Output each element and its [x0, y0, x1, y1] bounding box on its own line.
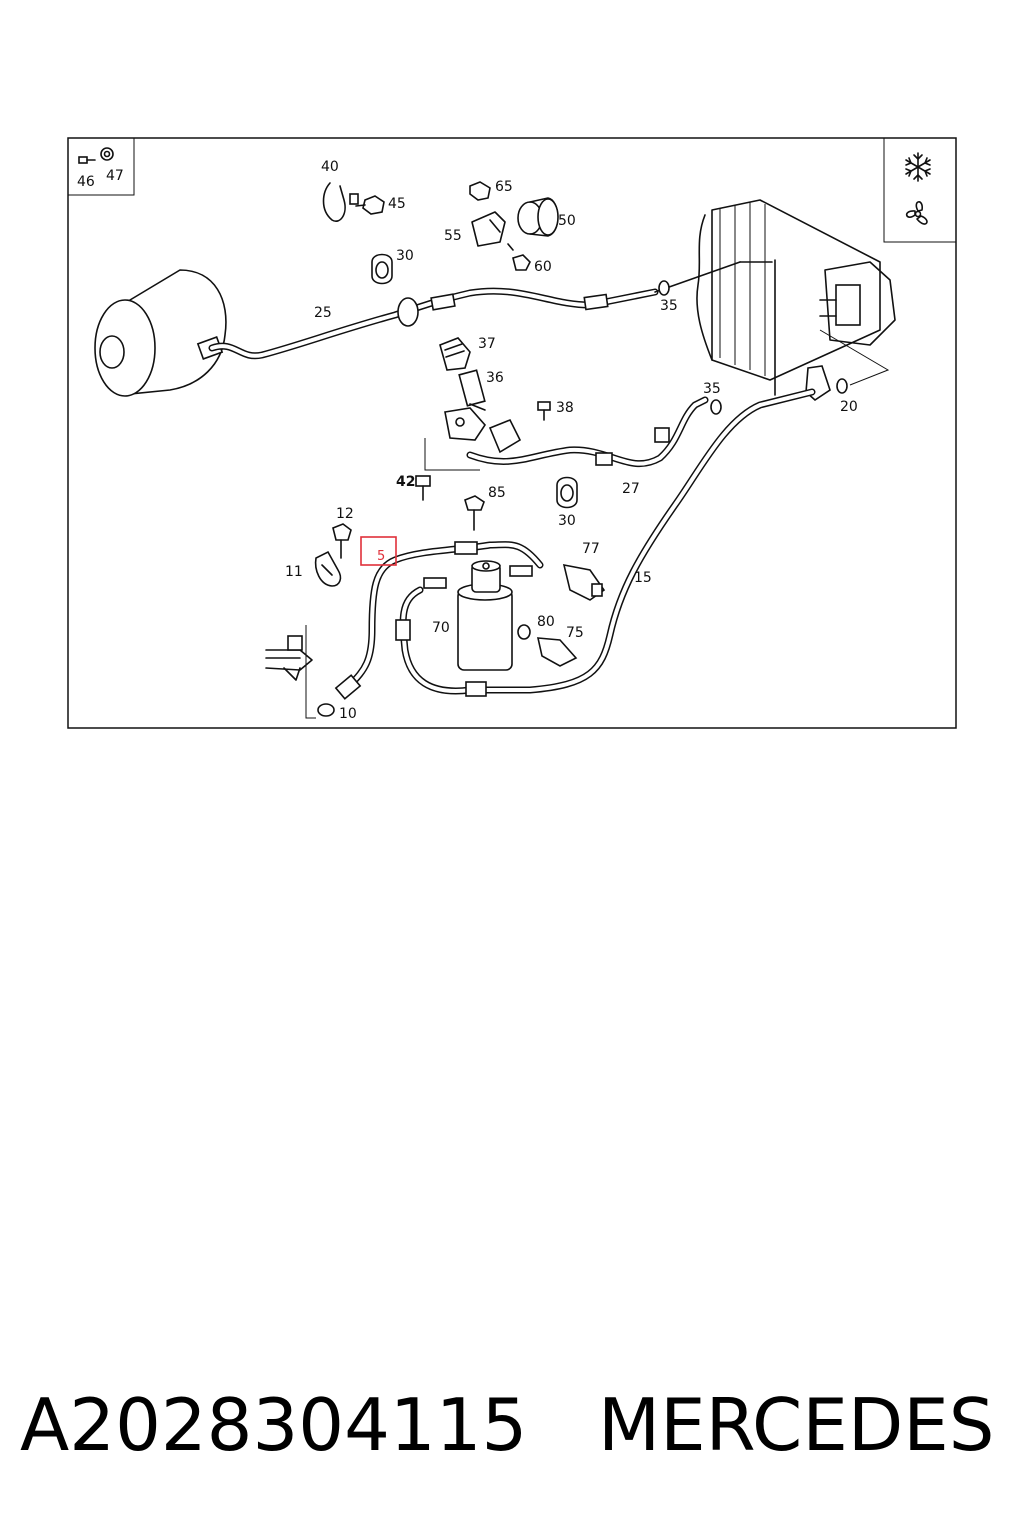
part-number-caption: A2028304115	[20, 1383, 528, 1467]
screw-42	[415, 475, 431, 501]
callout-75: 75	[566, 625, 584, 641]
small-nut-icon	[100, 147, 114, 161]
callout-5: 5	[377, 549, 385, 564]
screw-12	[332, 523, 352, 559]
callout-12: 12	[336, 506, 354, 522]
pressure-switch-77	[562, 563, 606, 601]
ring-80	[517, 624, 531, 640]
grommet-30-lower	[556, 476, 578, 509]
callout-38: 38	[556, 400, 574, 416]
highlighted-callout-5[interactable]: 5	[360, 536, 397, 566]
snowflake-icon	[905, 152, 931, 182]
small-bolt-icon	[78, 156, 96, 164]
hose-25	[208, 261, 773, 360]
hose-15	[395, 388, 816, 697]
diagram-frame	[67, 137, 957, 729]
callout-65: 65	[495, 179, 513, 195]
seal-ring-35-lower	[710, 399, 722, 415]
callout-55: 55	[444, 228, 462, 244]
callout-15: 15	[634, 570, 652, 586]
callout-40: 40	[321, 159, 339, 175]
compressor	[94, 269, 227, 397]
callout-60: 60	[534, 259, 552, 275]
callout-37: 37	[478, 336, 496, 352]
fan-icon	[905, 201, 928, 225]
pressure-switch-75	[536, 637, 578, 667]
inset-box-system-icons	[883, 138, 956, 243]
callout-47: 47	[106, 168, 124, 184]
bracket-55	[471, 211, 506, 247]
callout-77: 77	[582, 541, 600, 557]
brand-caption: MERCEDES	[598, 1383, 995, 1467]
callout-27: 27	[622, 481, 640, 497]
screw-60	[507, 243, 531, 271]
hose-5	[334, 541, 544, 700]
callout-50: 50	[558, 213, 576, 229]
parts-diagram: 46 47	[67, 137, 957, 729]
callout-10: 10	[339, 706, 357, 722]
screw-38	[537, 401, 551, 421]
callout-highlight-box	[360, 536, 397, 566]
callout-35-lower: 35	[703, 381, 721, 397]
callout-20: 20	[840, 399, 858, 415]
callout-36: 36	[486, 370, 504, 386]
callout-80: 80	[537, 614, 555, 630]
callout-42: 42	[396, 474, 415, 490]
callout-11: 11	[285, 564, 303, 580]
clip-11	[314, 550, 342, 587]
callout-46: 46	[77, 174, 95, 190]
callout-45: 45	[388, 196, 406, 212]
nut-65	[469, 181, 491, 201]
valve-36	[458, 369, 486, 411]
callout-30-lower: 30	[558, 513, 576, 529]
hose-27	[466, 396, 709, 468]
callout-85: 85	[488, 485, 506, 501]
cap-37	[439, 337, 471, 371]
callout-25: 25	[314, 305, 332, 321]
sleeve-50	[517, 197, 559, 237]
bolt-45	[355, 195, 385, 215]
callout-35-upper: 35	[660, 298, 678, 314]
inset-box-fasteners: 46 47	[68, 138, 135, 196]
mounting-bracket	[265, 625, 316, 719]
screw-85	[464, 495, 485, 531]
seal-ring-35-upper	[658, 280, 670, 296]
evaporator-housing	[696, 199, 896, 396]
clamp-40	[322, 182, 359, 222]
callout-70: 70	[432, 620, 450, 636]
seal-ring-10	[317, 703, 335, 717]
receiver-dryer-70	[423, 560, 533, 671]
manifold-block	[424, 407, 522, 471]
grommet-30-upper	[371, 253, 393, 285]
callout-30-upper: 30	[396, 248, 414, 264]
